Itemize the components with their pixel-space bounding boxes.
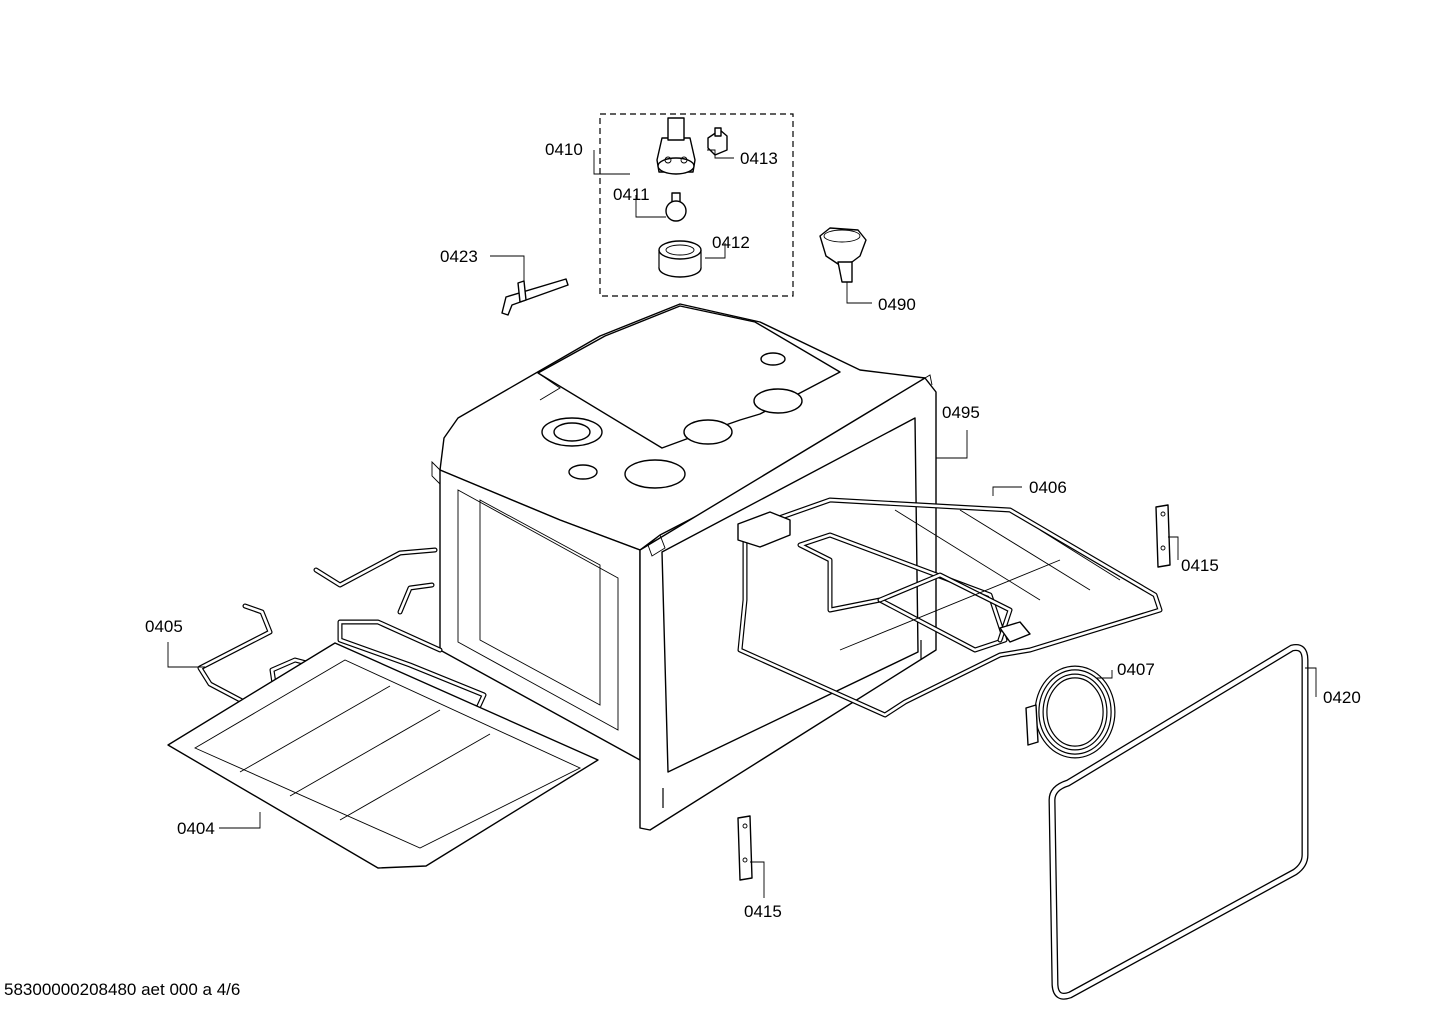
callout-0410: 0410 — [545, 140, 583, 159]
grill-heating-element-part — [737, 486, 1163, 718]
document-footer-id: 58300000208480 aet 000 a 4/6 — [4, 980, 241, 999]
lamp-assembly-group — [593, 113, 794, 297]
lamp-clip-part — [707, 127, 728, 156]
callout-labels: 0410 0411 0412 0413 0423 0490 0495 0406 … — [145, 140, 1361, 921]
callout-0404: 0404 — [177, 819, 215, 838]
callout-0495: 0495 — [942, 403, 980, 422]
oven-cavity-part — [431, 303, 968, 831]
circular-heating-element-part — [1025, 665, 1116, 759]
lamp-housing-part — [819, 227, 872, 304]
lamp-bulb-part — [665, 192, 687, 222]
wire-bracket-part — [490, 255, 569, 316]
lamp-socket-part — [656, 117, 696, 175]
callout-0412: 0412 — [712, 233, 750, 252]
callout-0407: 0407 — [1117, 660, 1155, 679]
bottom-cover-plate-part — [167, 642, 599, 869]
rack-support-part — [1155, 504, 1179, 568]
callout-0411: 0411 — [613, 185, 650, 204]
rack-support-lower-part — [737, 815, 765, 898]
callout-0415-lower: 0415 — [744, 902, 782, 921]
callout-0490: 0490 — [878, 295, 916, 314]
door-seal-part — [1048, 644, 1317, 1000]
callout-0413: 0413 — [740, 149, 778, 168]
callout-0405: 0405 — [145, 617, 183, 636]
callout-0406: 0406 — [1029, 478, 1067, 497]
callout-0415-upper: 0415 — [1181, 556, 1219, 575]
lamp-ring-part — [658, 240, 702, 278]
callout-0423: 0423 — [440, 247, 478, 266]
callout-0420: 0420 — [1323, 688, 1361, 707]
